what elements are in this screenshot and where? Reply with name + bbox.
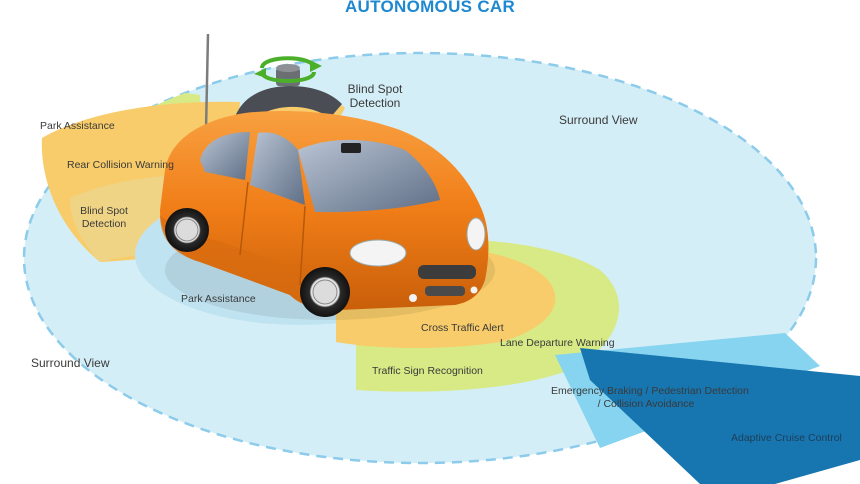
label-line: Detection xyxy=(349,96,401,110)
headlight-right xyxy=(466,217,486,251)
label-cross-traffic-alert: Cross Traffic Alert xyxy=(421,322,504,334)
windshield xyxy=(298,139,440,213)
label-rear-collision-warning: Rear Collision Warning xyxy=(67,159,174,171)
lidar-top xyxy=(276,64,300,72)
rear-side-window xyxy=(200,132,250,180)
front-wheel-hub xyxy=(312,279,338,305)
label-emergency-braking: Emergency Braking / Pedestrian Detection… xyxy=(551,385,749,411)
headlight-left xyxy=(349,239,407,267)
fog-light-right xyxy=(470,286,478,294)
label-park-assistance-side: Park Assistance xyxy=(181,293,256,305)
surround-view-boundary xyxy=(22,51,818,465)
arrow-head-icon xyxy=(310,60,322,72)
page-title: AUTONOMOUS CAR xyxy=(344,0,516,16)
front-camera-icon xyxy=(341,143,361,153)
adaptive-cruise-control-beam xyxy=(580,348,860,484)
front-side-window xyxy=(250,132,305,205)
label-blind-spot-left: Blind Spot Detection xyxy=(74,205,134,231)
label-line: Detection xyxy=(81,218,127,230)
antenna-icon xyxy=(204,33,210,131)
front-grille xyxy=(418,265,476,279)
lower-intake xyxy=(425,286,465,296)
label-park-assistance-rear: Park Assistance xyxy=(40,120,115,132)
label-surround-view-left: Surround View xyxy=(31,356,110,370)
fog-light-left xyxy=(409,294,417,302)
label-lane-departure-warning: Lane Departure Warning xyxy=(500,337,615,349)
arrow-head-icon xyxy=(254,68,266,78)
label-line: / Collision Avoidance xyxy=(597,398,695,410)
label-line: Emergency Braking / Pedestrian Detection xyxy=(551,385,749,397)
door-line xyxy=(239,181,249,256)
label-adaptive-cruise-control: Adaptive Cruise Control xyxy=(731,432,842,444)
label-line: Blind Spot xyxy=(80,205,128,217)
door-line xyxy=(299,205,306,286)
label-traffic-sign-recognition: Traffic Sign Recognition xyxy=(372,365,483,377)
label-surround-view-right: Surround View xyxy=(559,113,638,127)
label-line: Blind Spot xyxy=(347,82,403,96)
rear-wheel-hub xyxy=(175,218,199,242)
label-blind-spot-top: Blind Spot Detection xyxy=(345,82,405,110)
